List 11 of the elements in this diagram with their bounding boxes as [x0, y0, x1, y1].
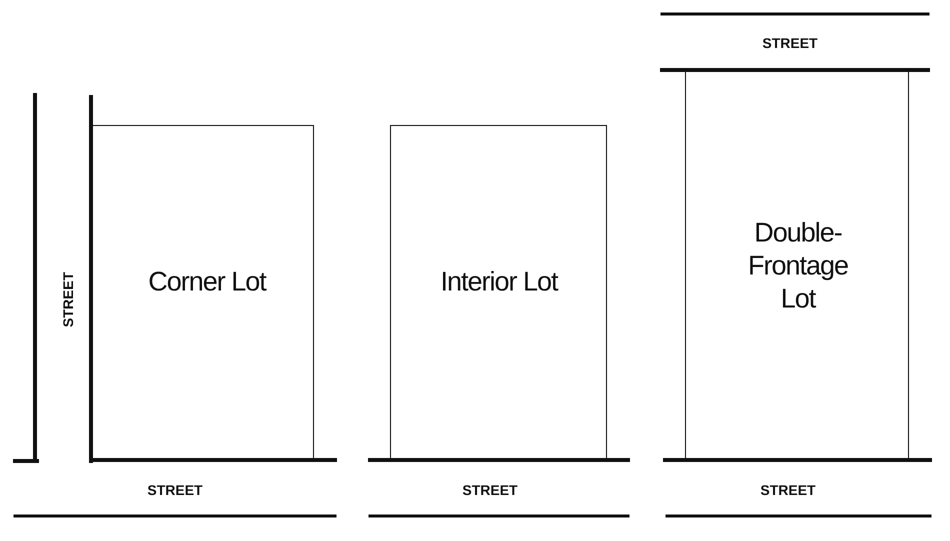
street-name: STREET — [147, 482, 203, 498]
lot-name: Interior Lot — [440, 266, 558, 298]
street-name: STREET — [60, 272, 76, 328]
lot-name: Double-Frontage Lot — [748, 216, 848, 316]
lot-outline — [91, 125, 314, 461]
lot-name: Corner Lot — [148, 266, 266, 298]
street-name: STREET — [462, 482, 518, 498]
lot-outline — [685, 70, 909, 461]
street-name: STREET — [762, 35, 818, 51]
street-name: STREET — [760, 482, 816, 498]
lot-outline — [390, 125, 607, 461]
